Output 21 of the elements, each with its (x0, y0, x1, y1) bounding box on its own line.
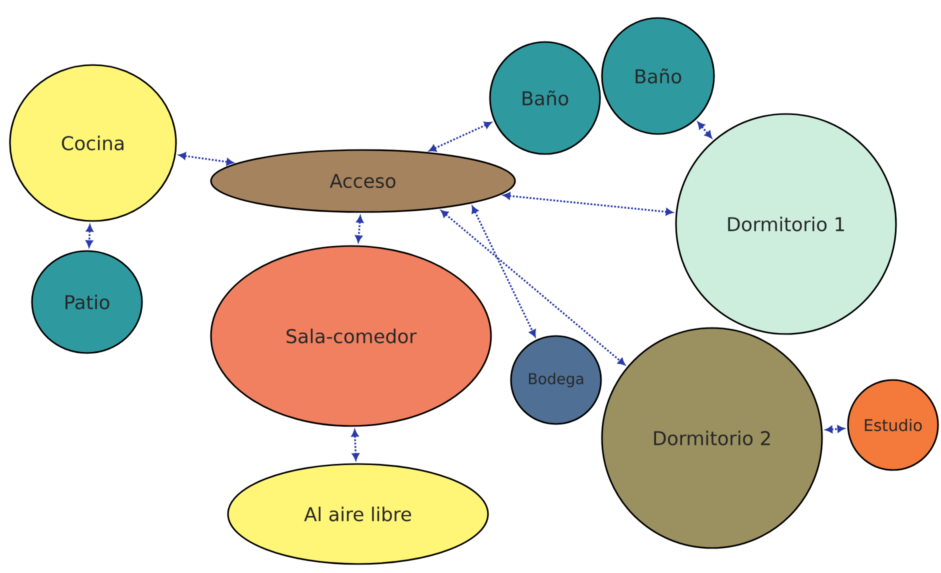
arrow (178, 152, 234, 166)
arrow (429, 122, 492, 152)
room-bubble: Acceso (210, 149, 516, 213)
arrow (503, 192, 673, 216)
room-bubble: Al aire libre (227, 463, 489, 565)
room-bubble: Baño (601, 17, 715, 135)
room-bubble: Estudio (847, 379, 939, 471)
arrow (825, 425, 844, 433)
arrow (351, 430, 360, 460)
room-bubble: Baño (489, 41, 601, 155)
arrow (86, 224, 94, 248)
room-bubble: Bodega (510, 335, 602, 425)
arrow (440, 210, 626, 366)
room-bubble: Patio (31, 250, 143, 354)
arrow (355, 216, 364, 242)
room-bubble: Cocina (9, 64, 177, 222)
arrow (698, 122, 712, 138)
room-bubble: Sala-comedor (210, 245, 492, 427)
arrow (472, 206, 536, 337)
room-bubble: Dormitorio 2 (601, 327, 823, 549)
room-bubble: Dormitorio 1 (675, 113, 897, 335)
